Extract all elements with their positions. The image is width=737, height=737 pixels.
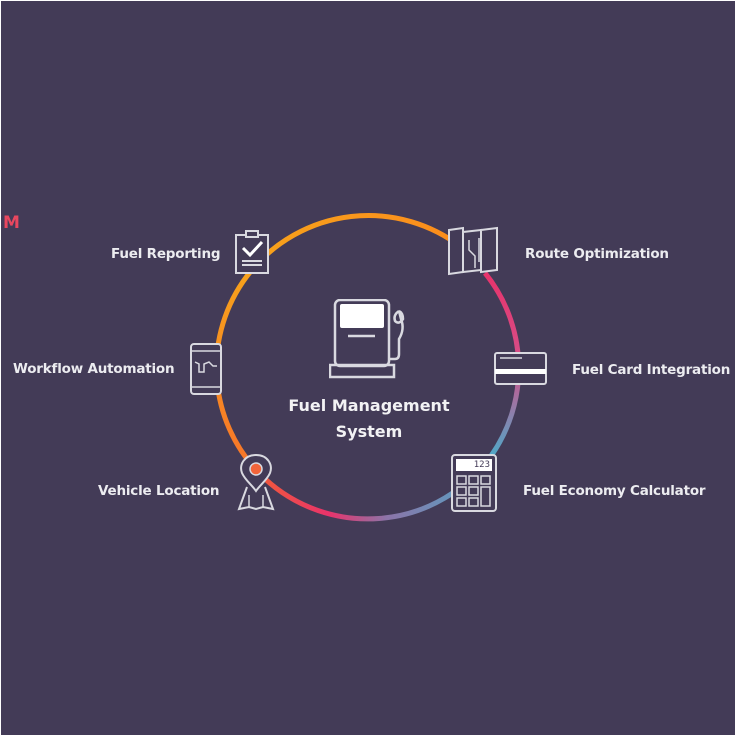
feature-label-route-optimization: Route Optimization: [525, 246, 669, 262]
feature-label-fuel-economy-calculator: Fuel Economy Calculator: [523, 483, 706, 499]
clipboard-check-icon: [235, 230, 269, 274]
calculator-icon: 123: [451, 454, 497, 512]
ring-arc-top: [249, 213, 463, 273]
fuel-pump-icon: [329, 299, 405, 379]
smartphone-workflow-icon: [190, 343, 222, 395]
center-title-line2: System: [335, 422, 403, 441]
calculator-display: 123: [473, 460, 490, 470]
feature-label-fuel-reporting: Fuel Reporting: [111, 246, 221, 262]
partial-heading-letter: M: [3, 213, 20, 233]
feature-label-fuel-card-integration: Fuel Card Integration: [572, 362, 731, 378]
map-pin-icon: [237, 453, 275, 511]
folded-map-route-icon: [448, 226, 498, 276]
feature-label-workflow-automation: Workflow Automation: [13, 361, 175, 377]
feature-label-vehicle-location: Vehicle Location: [98, 483, 220, 499]
center-title: Fuel Management System: [269, 393, 469, 445]
calculator-body: [451, 454, 497, 512]
credit-card-icon: [494, 352, 547, 385]
center-title-line1: Fuel Management: [288, 396, 450, 415]
